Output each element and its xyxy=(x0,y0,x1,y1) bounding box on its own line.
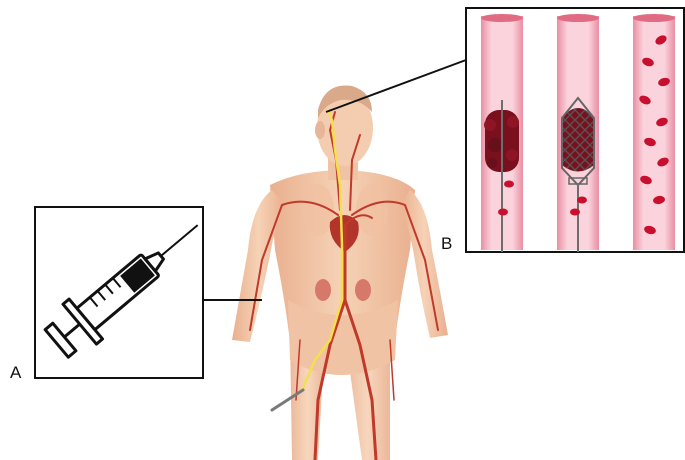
left-kidney xyxy=(315,279,331,301)
vessel-with-clot xyxy=(481,14,523,252)
red-blood-cell xyxy=(498,209,508,216)
red-blood-cell xyxy=(577,197,587,204)
red-blood-cell xyxy=(570,209,580,216)
label-b: B xyxy=(441,234,452,253)
red-blood-cell xyxy=(504,181,514,188)
panel-b xyxy=(466,8,684,252)
right-kidney xyxy=(355,279,371,301)
vessel-with-stent-retriever xyxy=(557,14,599,252)
human-body-figure xyxy=(232,86,448,460)
panel-a: A xyxy=(10,205,214,382)
vessel-cleared xyxy=(633,14,675,250)
label-a: A xyxy=(10,363,22,382)
